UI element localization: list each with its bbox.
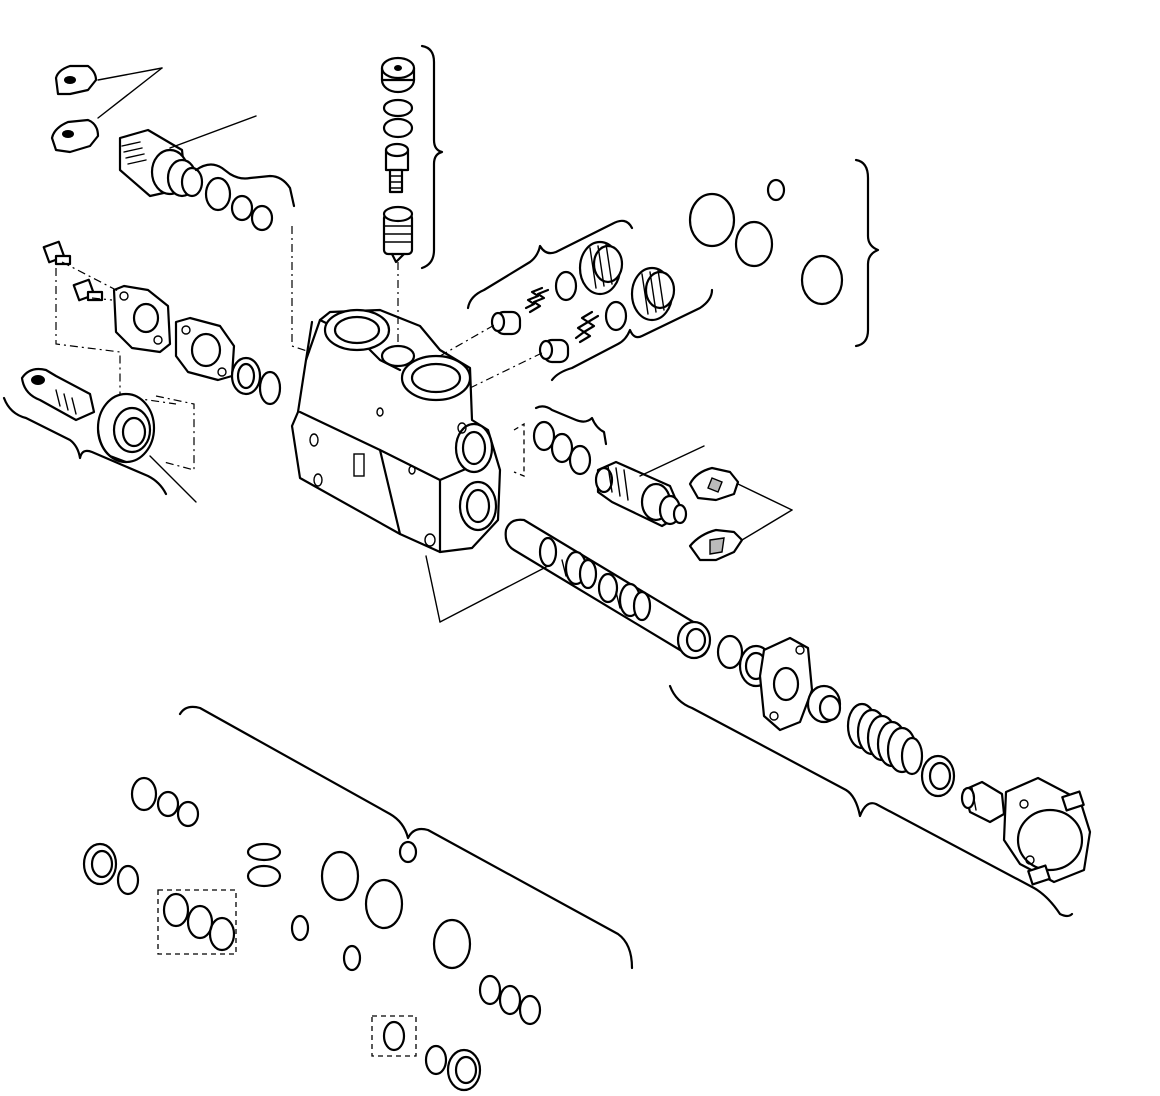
load-check-poppets: [439, 219, 714, 389]
spool-end-left: [2, 367, 197, 503]
left-cover-assembly: [42, 240, 282, 406]
valve-body: [290, 308, 502, 554]
oring-set-upper-right: [688, 158, 880, 348]
seal-kit: [82, 705, 634, 1092]
relief-valve-right: [513, 405, 793, 562]
main-spool: [425, 518, 712, 660]
check-valve-stack: [380, 44, 444, 342]
relief-valve-upper-left: [50, 64, 311, 353]
spool-return-assembly: [668, 634, 1092, 918]
